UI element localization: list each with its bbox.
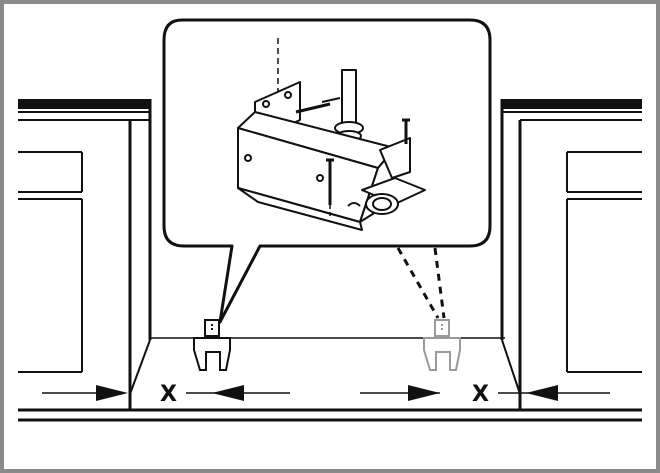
right-bracket [423, 319, 461, 371]
callout-leader-lines [396, 247, 446, 319]
left-cabinet [18, 99, 152, 410]
left-dimension [42, 385, 290, 401]
left-gap-label: X [160, 382, 177, 407]
left-bracket [193, 319, 231, 371]
bracket-detail-illustration [237, 38, 426, 231]
right-gap-label: X [472, 382, 489, 407]
right-dimension [360, 385, 610, 401]
right-cabinet [500, 99, 642, 410]
